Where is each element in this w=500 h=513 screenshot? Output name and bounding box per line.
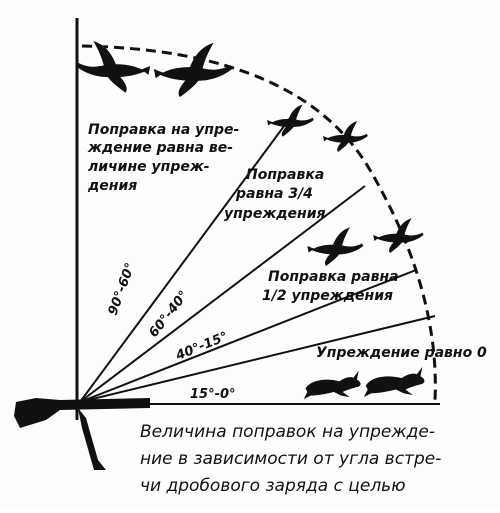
sector-line-15 [79, 269, 417, 403]
sector-line-0 [79, 315, 436, 403]
caption-line2: ние в зависимости от угла встре- [140, 449, 441, 469]
hare-icon [303, 370, 361, 400]
angle-15-0: 15°-0° [190, 387, 236, 402]
zone-3q-line3: упреждения [224, 206, 326, 222]
sector-line-40 [79, 185, 366, 403]
zone-full-line1: Поправка на упре- [88, 122, 239, 138]
angle-40-15: 40°-15° [173, 329, 230, 364]
zone-half-line2: 1/2 упреждения [262, 288, 393, 304]
duck-icon [267, 104, 314, 137]
zone-zero-line1: Упреждение равно 0 [316, 345, 487, 361]
zone-3q-line2: равна 3/4 [235, 186, 313, 202]
duck-icon [153, 42, 233, 97]
caption-line1: Величина поправок на упрежде- [140, 422, 435, 442]
angle-60-40: 60°-40° [146, 288, 191, 340]
duck-icon [307, 227, 364, 266]
zone-full-line2: ждение равна ве- [87, 140, 233, 156]
duck-icon [323, 121, 368, 152]
zone-full-line4: дения [87, 178, 137, 194]
zone-full-line3: личине упреж- [88, 159, 210, 175]
sector-line-60 [79, 117, 291, 403]
zone-half-line1: Поправка равна [268, 269, 399, 285]
caption-line3: чи дробового заряда с целью [140, 476, 406, 496]
angle-90-60: 90°-60° [106, 261, 139, 317]
hare-icon [363, 366, 425, 398]
shotgun-icon [14, 398, 150, 470]
zone-3q-line1: Поправка [246, 167, 324, 183]
